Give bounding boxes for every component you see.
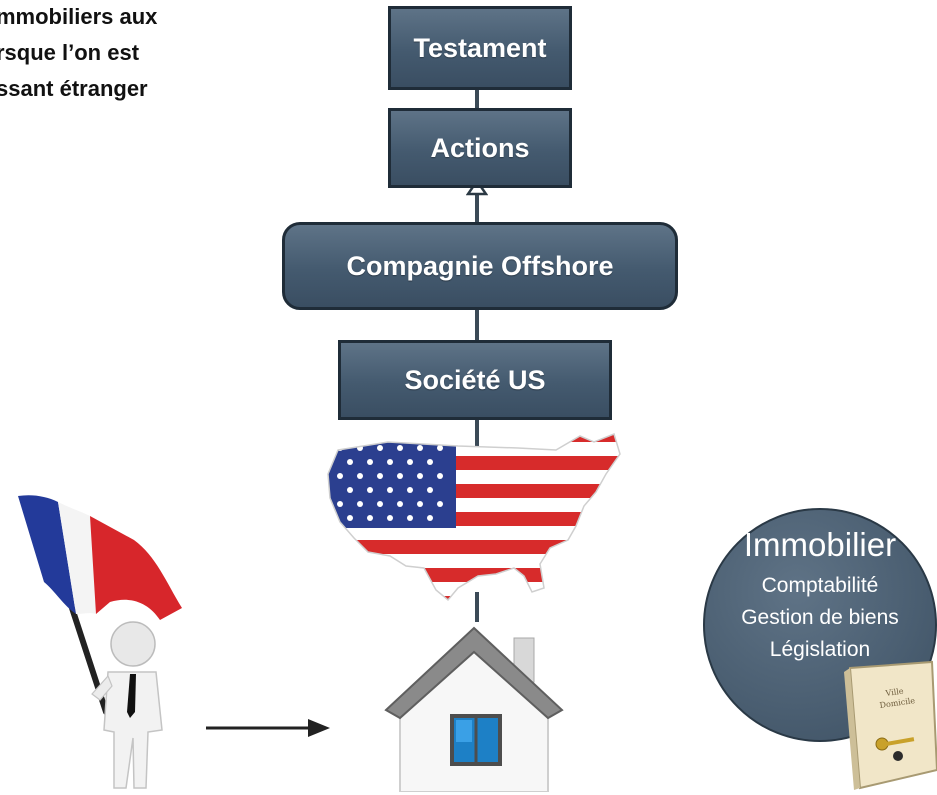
- us-company-box: Société US: [338, 340, 612, 420]
- service-accounting: Comptabilité: [761, 574, 879, 597]
- services-title: Immobilier: [743, 526, 897, 563]
- heading-line-2: rsque l’on est: [0, 40, 140, 65]
- offshore-company-box: Compagnie Offshore: [282, 222, 678, 310]
- connector-actions-offshore: [475, 188, 479, 224]
- heading-line-3: ssant étranger: [0, 76, 148, 101]
- arrow-right-icon: [206, 719, 330, 737]
- connector-testament-actions: [475, 86, 479, 110]
- usa-flag-map-icon: [327, 432, 621, 602]
- person-icon: [91, 621, 163, 789]
- svg-text:Ville: Ville: [884, 687, 904, 699]
- connector-offshore-us: [475, 307, 479, 343]
- connector-us-map: [475, 418, 479, 458]
- book-with-keys-icon: Ville Domicile: [844, 660, 937, 790]
- connector-map-house: [475, 592, 479, 622]
- service-legislation: Législation: [769, 638, 871, 661]
- service-property-management: Gestion de biens: [741, 606, 899, 629]
- heading-line-1: mmobiliers aux: [0, 4, 158, 29]
- french-flag-icon: [18, 494, 182, 715]
- house-icon: [384, 626, 564, 792]
- testament-box: Testament: [388, 6, 572, 90]
- actions-box: Actions: [388, 108, 572, 188]
